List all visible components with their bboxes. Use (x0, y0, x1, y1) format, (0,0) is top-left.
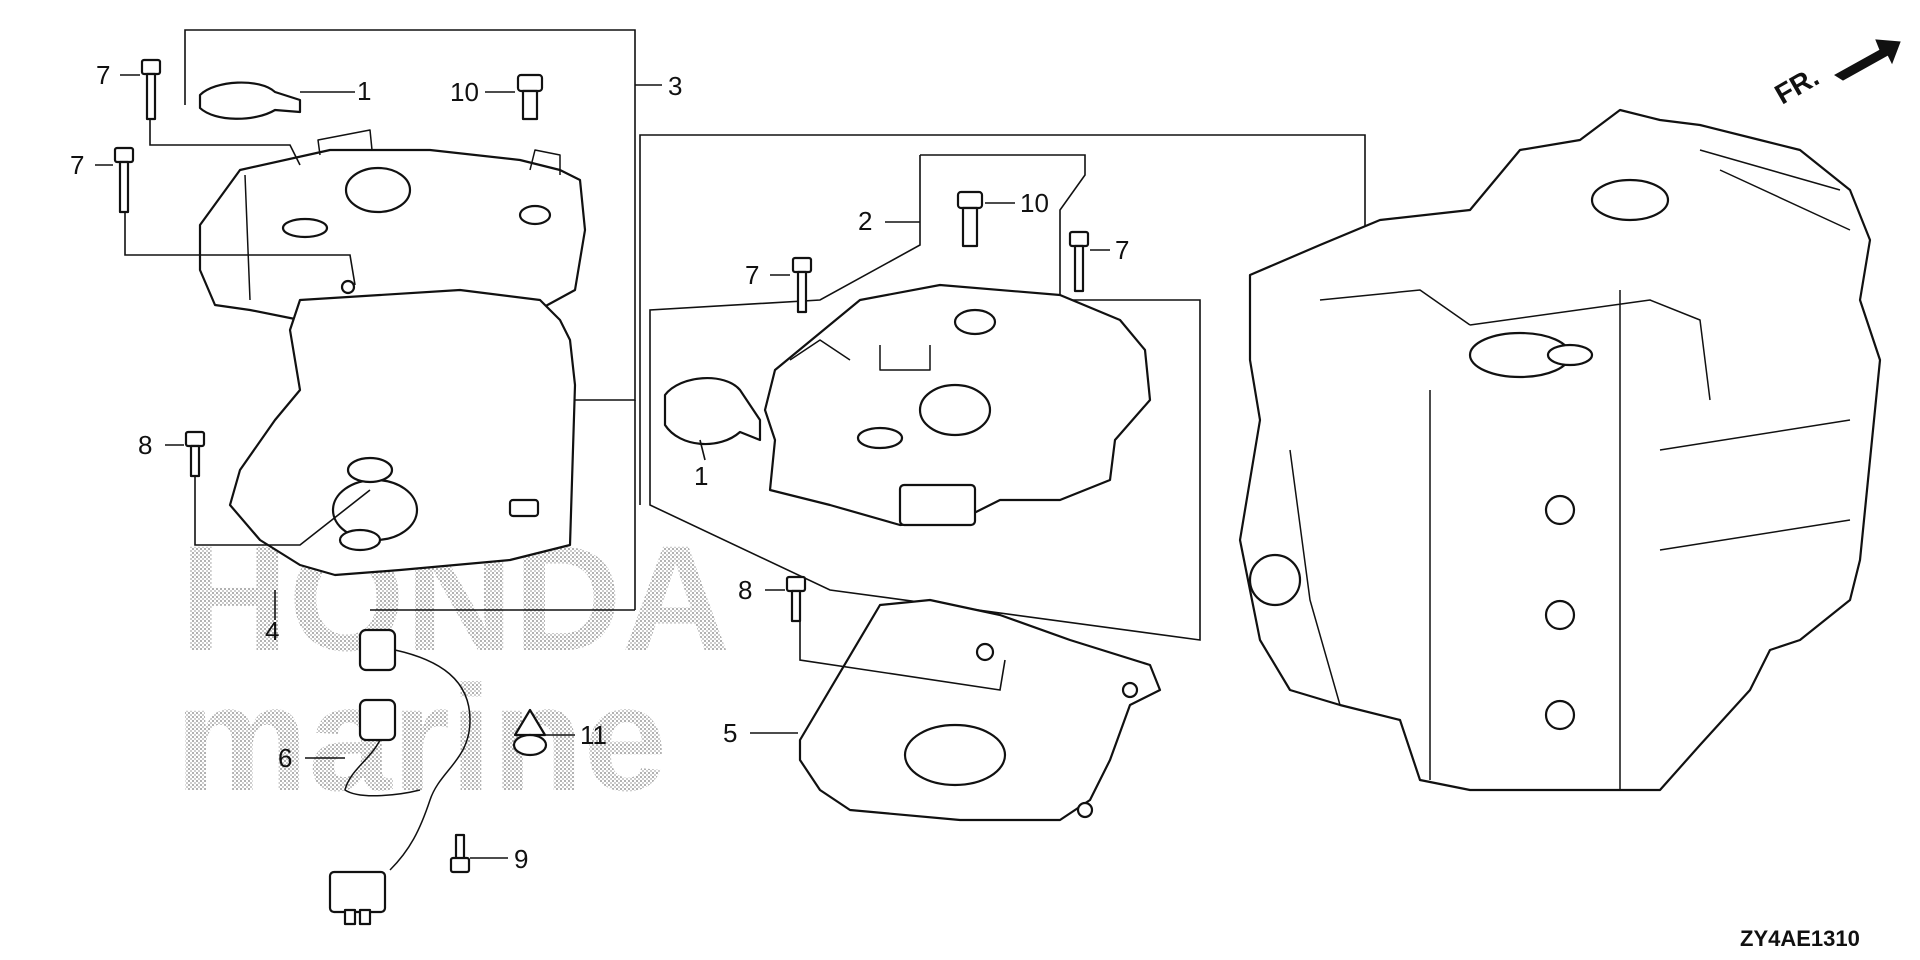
callout-11: 11 (580, 720, 607, 750)
callout-8-b: 8 (738, 575, 752, 605)
bolt-10-a (516, 73, 544, 121)
callout-1-b: 1 (694, 461, 708, 491)
callout-10-a: 10 (450, 77, 479, 107)
callout-9: 9 (514, 844, 528, 874)
part-11-clip (512, 708, 548, 757)
callout-10-b: 10 (1020, 188, 1049, 218)
diagram-code: ZY4AE1310 (1740, 926, 1860, 951)
callout-7-a: 7 (96, 60, 110, 90)
callout-7-d: 7 (1115, 235, 1129, 265)
callout-5: 5 (723, 718, 737, 748)
callout-7-c: 7 (745, 260, 759, 290)
part-4-gasket (228, 288, 577, 577)
watermark-line-2: marine (175, 654, 667, 822)
leader-lines (95, 74, 1110, 859)
part-5-gasket (798, 598, 1162, 822)
part-1-cap-top (198, 81, 302, 120)
front-direction-marker: FR. (1770, 39, 1901, 110)
part-6-sensor-harness (328, 628, 471, 926)
callout-6: 6 (278, 743, 292, 773)
callout-3: 3 (668, 71, 682, 101)
bolt-10-b (956, 190, 984, 248)
bolt-7-a (140, 58, 162, 121)
bolt-8-a (184, 430, 206, 478)
bolt-7-c (791, 256, 813, 314)
bolt-9 (449, 833, 471, 874)
callout-4: 4 (265, 616, 279, 646)
assembly-leader-line (639, 134, 1366, 505)
engine-block (1238, 108, 1882, 792)
callout-2: 2 (858, 206, 872, 236)
part-1-cap-middle (663, 377, 762, 446)
group-bracket-2 (649, 154, 1201, 641)
front-arrow-icon (1834, 39, 1901, 81)
callout-1-a: 1 (357, 76, 371, 106)
callout-7-b: 7 (70, 150, 84, 180)
bolt-7-b (113, 146, 135, 214)
front-label: FR. (1770, 61, 1825, 110)
bolt-7-d (1068, 230, 1090, 293)
bolt-8-b (785, 575, 807, 623)
callout-8-a: 8 (138, 430, 152, 460)
part-2-middle-cover (763, 283, 1152, 527)
